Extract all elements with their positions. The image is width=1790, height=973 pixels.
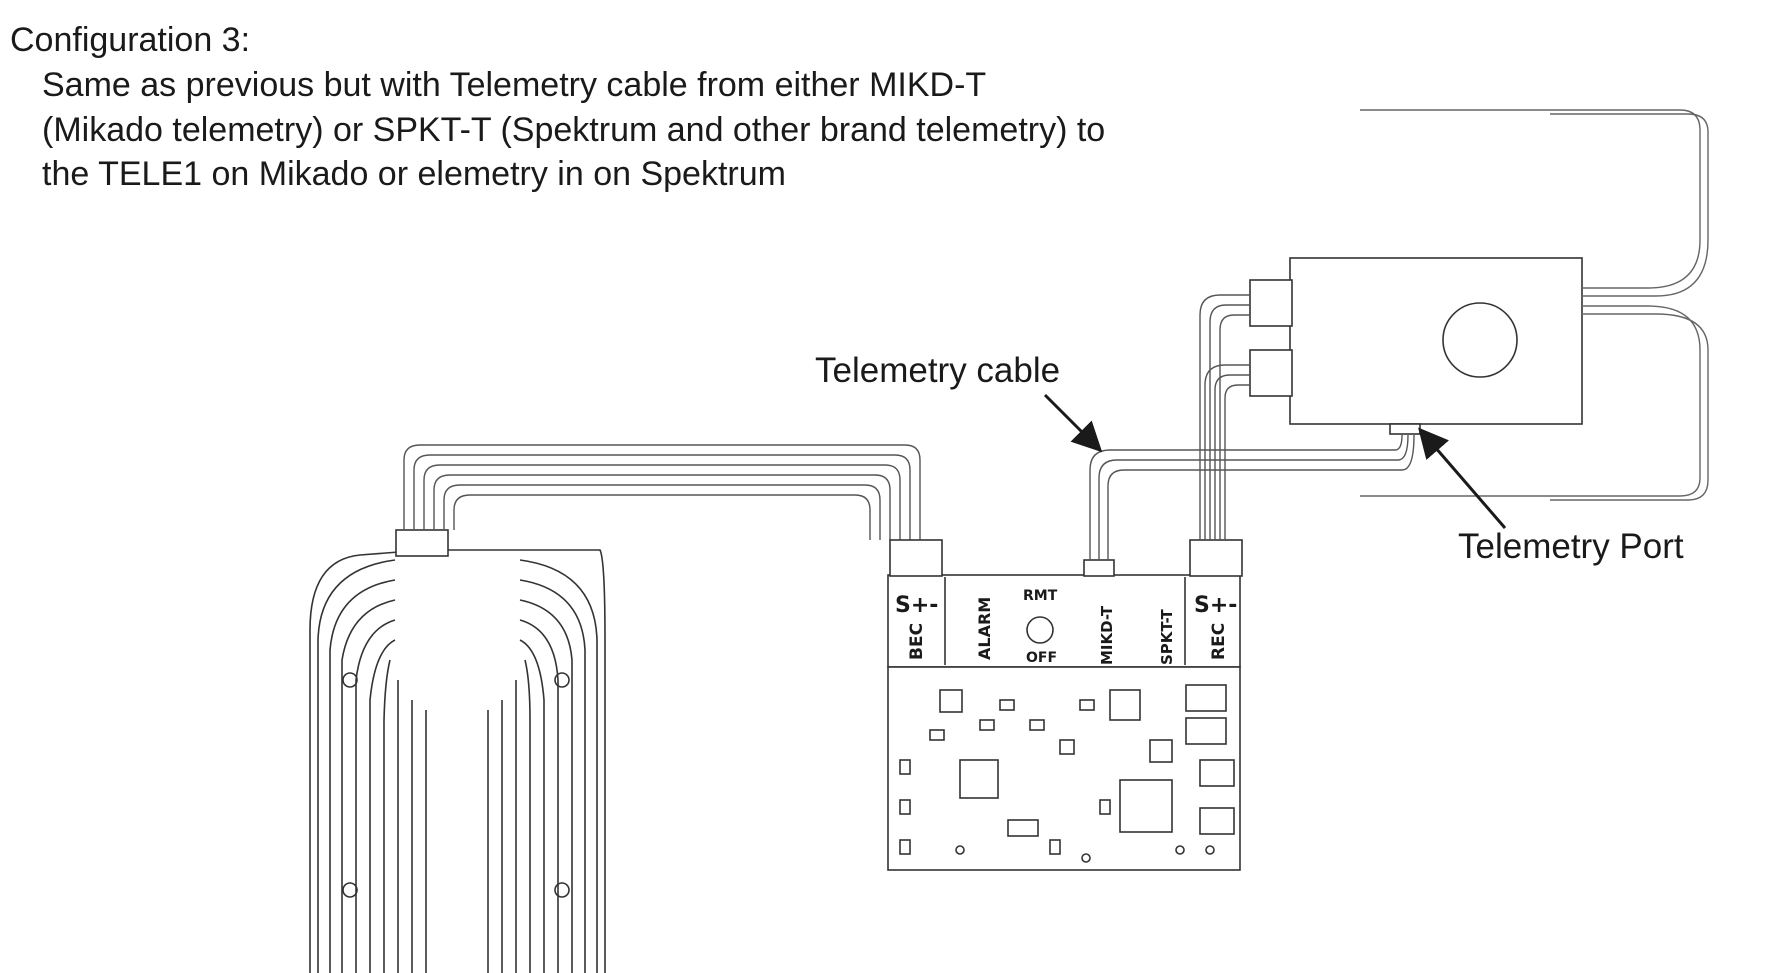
bec-polarity-label: S+- xyxy=(895,593,938,618)
spkt-t-label: SPKT-T xyxy=(1158,609,1176,665)
rec-cable xyxy=(1199,294,1250,540)
off-label: OFF xyxy=(1026,650,1057,666)
config-description: Same as previous but with Telemetry cabl… xyxy=(42,63,1105,197)
description-line: the TELE1 on Mikado or elemetry in on Sp… xyxy=(42,155,786,193)
config-heading: Configuration 3: xyxy=(10,21,251,59)
rec-polarity-label: S+- xyxy=(1194,593,1237,618)
rmt-label: RMT xyxy=(1023,588,1058,604)
rec-label: REC xyxy=(1209,623,1229,660)
mikd-t-label: MIKD-T xyxy=(1098,605,1116,665)
telemetry-port-arrow xyxy=(1418,427,1507,529)
telemetry-cable-arrow xyxy=(1043,393,1103,453)
alarm-label: ALARM xyxy=(975,597,994,660)
bec-label: BEC xyxy=(907,623,927,660)
controller-board xyxy=(887,539,1243,871)
bec-cable xyxy=(403,444,921,540)
esc-heatsink xyxy=(309,529,606,973)
description-line: Same as previous but with Telemetry cabl… xyxy=(42,66,987,104)
receiver-unit xyxy=(1249,257,1583,435)
telemetry-cable xyxy=(1089,434,1415,560)
description-line: (Mikado telemetry) or SPKT-T (Spektrum a… xyxy=(42,110,1106,149)
receiver-antennas xyxy=(1360,109,1709,501)
telemetry-port-label: Telemetry Port xyxy=(1458,527,1684,566)
board-labels: S+- BEC ALARM RMT OFF MIKD-T SPKT-T S+- … xyxy=(895,588,1237,666)
telemetry-cable-label: Telemetry cable xyxy=(815,351,1060,390)
